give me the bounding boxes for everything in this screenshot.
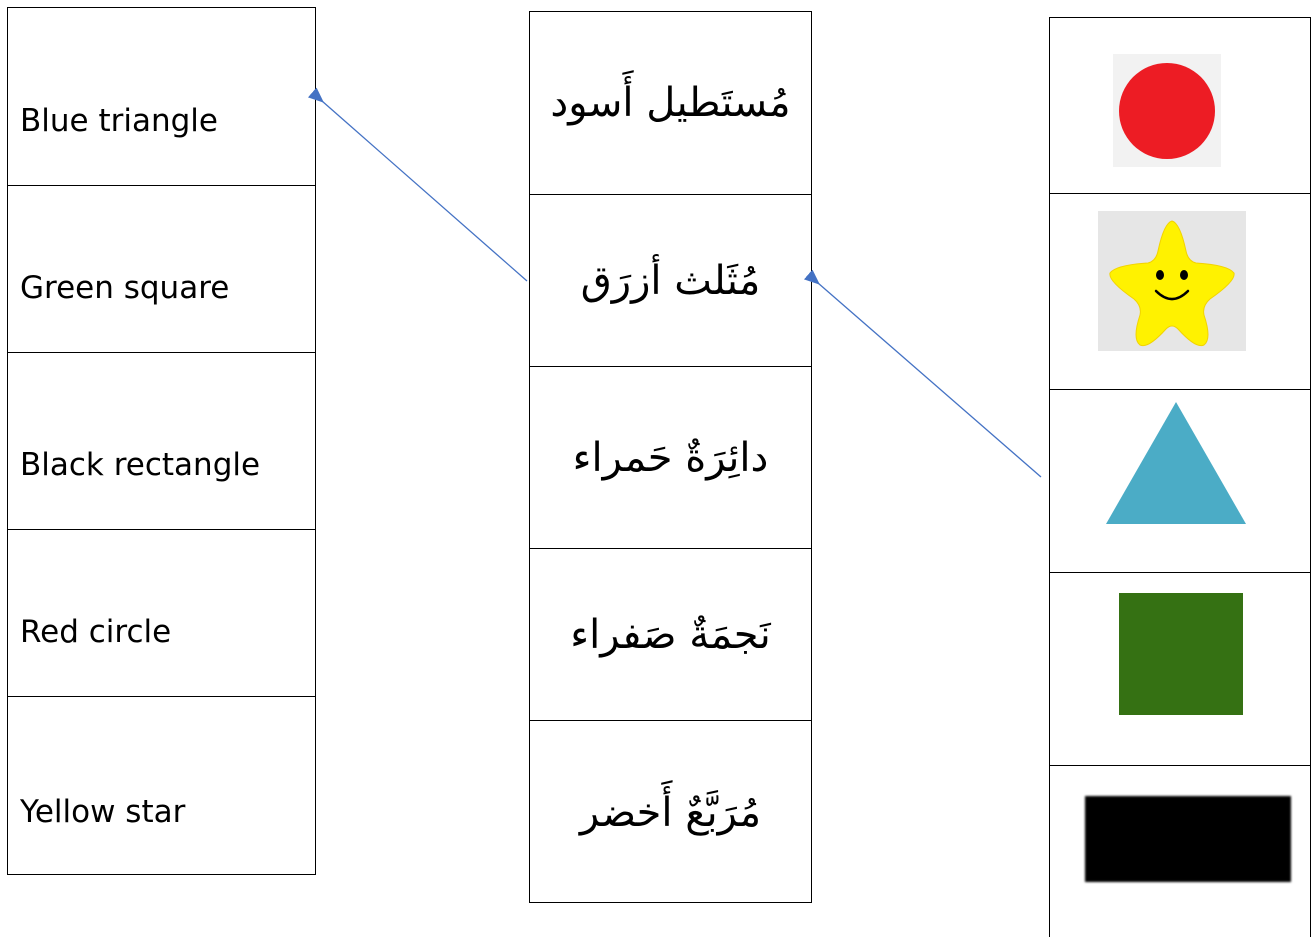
shapes-column [1049,17,1311,937]
black-rectangle-icon [1085,796,1291,882]
arabic-label: دائِرَةٌ حَمراء [572,434,769,481]
arabic-labels-column: مُستَطيل أَسود مُثَلث أزرَق دائِرَةٌ حَم… [529,11,812,903]
arabic-cell: دائِرَةٌ حَمراء [530,366,811,548]
english-cell: Red circle [8,529,315,696]
red-circle-icon [1113,54,1221,167]
shape-cell [1050,193,1310,389]
shape-cell [1050,572,1310,765]
english-label: Blue triangle [20,103,218,139]
shape-cell [1050,765,1310,938]
english-label: Green square [20,270,230,306]
arabic-label: نَجمَةٌ صَفراء [570,611,771,658]
arabic-cell: مُثَلث أزرَق [530,194,811,366]
blue-triangle-icon [1105,402,1247,526]
shape-cell [1050,389,1310,572]
arabic-label: مُستَطيل أَسود [550,80,791,126]
arabic-cell: نَجمَةٌ صَفراء [530,548,811,720]
english-cell: Yellow star [8,696,315,876]
english-labels-column: Blue triangle Green square Black rectang… [7,7,316,875]
yellow-star-icon [1098,211,1246,351]
arabic-label: مُثَلث أزرَق [580,257,761,304]
shape-cell [1050,18,1310,193]
english-cell: Black rectangle [8,352,315,529]
english-label: Red circle [20,614,172,650]
arabic-cell: مُستَطيل أَسود [530,12,811,194]
green-square-icon [1119,593,1243,715]
arrow-arabic-to-english [307,87,528,282]
english-label: Black rectangle [20,447,261,483]
english-cell: Blue triangle [8,8,315,185]
arrow-shape-to-arabic [803,269,1042,478]
arabic-label: مُرَبَّعٌ أَخضر [579,789,762,836]
arabic-cell: مُرَبَّعٌ أَخضر [530,720,811,904]
english-cell: Green square [8,185,315,352]
english-label: Yellow star [20,794,186,830]
